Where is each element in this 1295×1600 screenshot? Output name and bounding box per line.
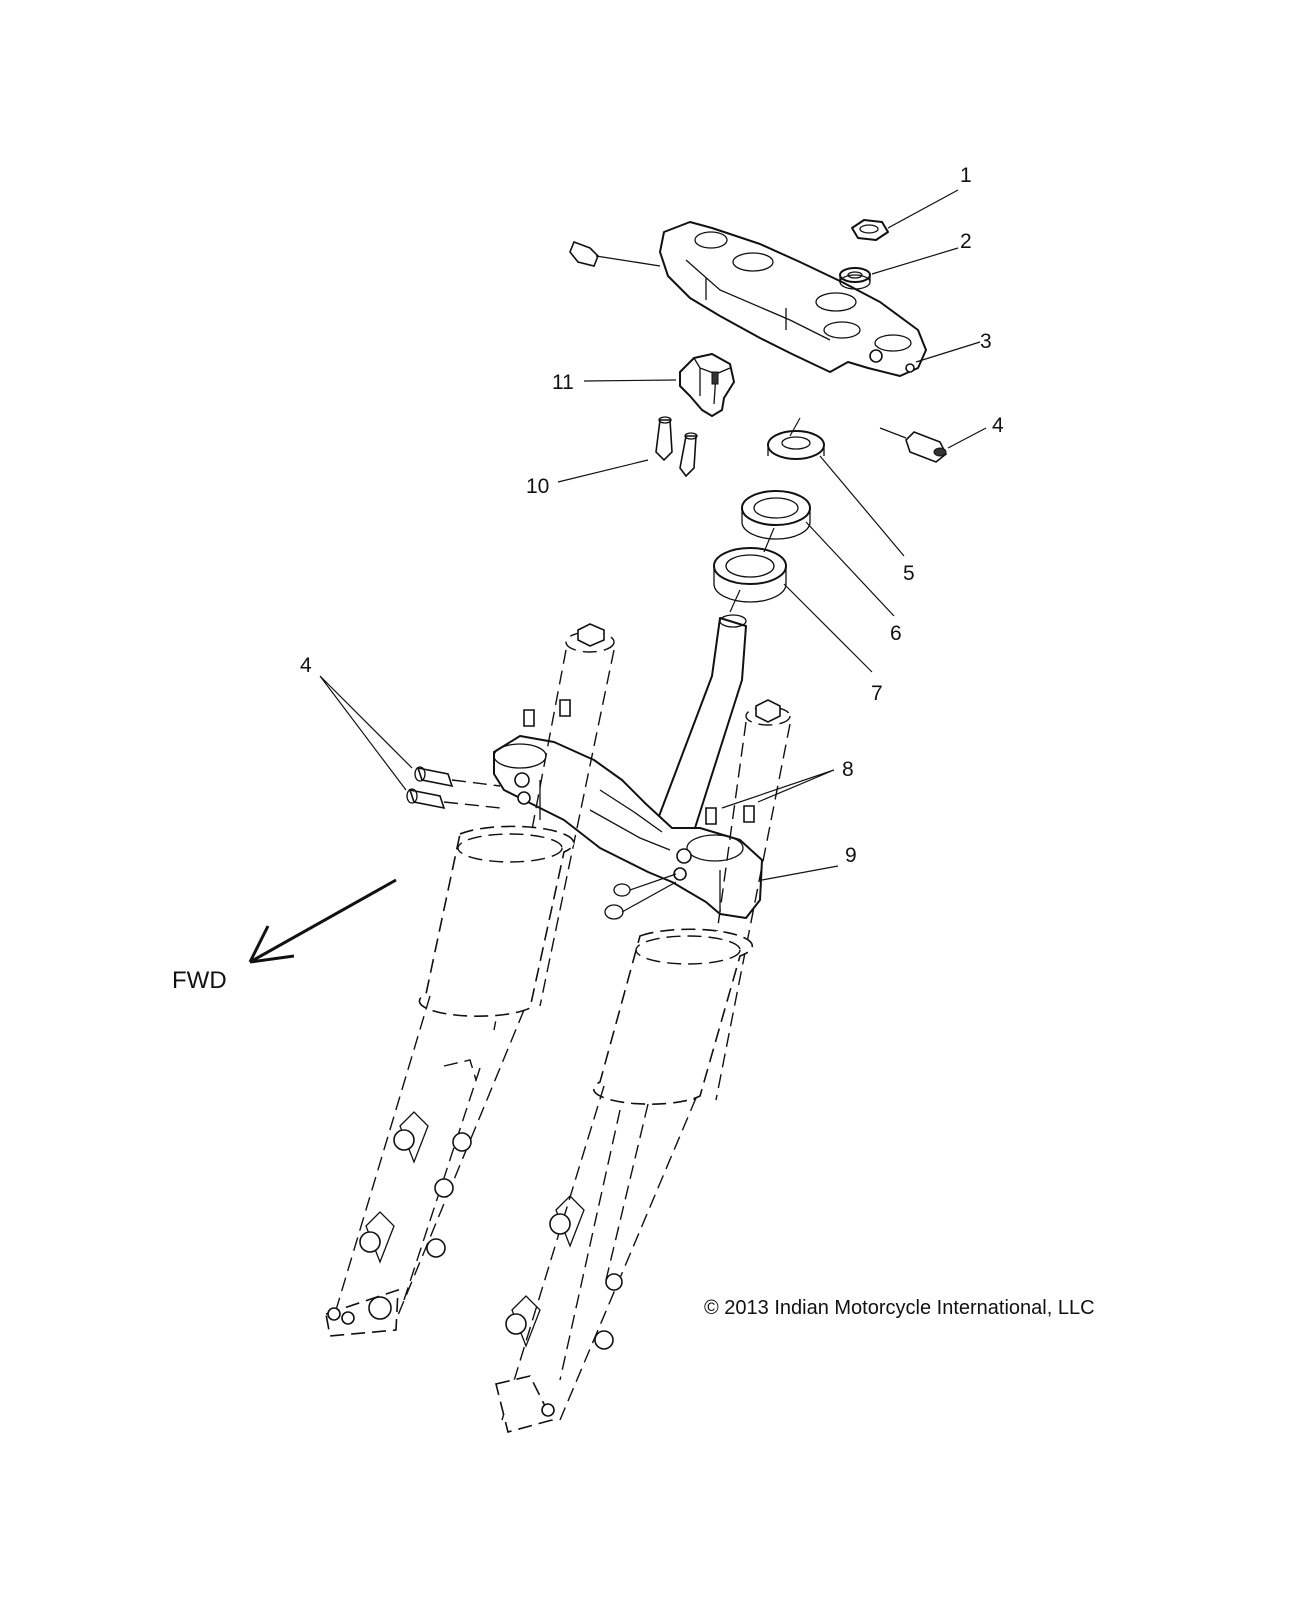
callout-1: 1 — [960, 164, 972, 187]
washer — [839, 267, 871, 290]
upper-triple-clamp — [659, 221, 927, 377]
callout-2: 2 — [960, 230, 972, 253]
lower-bearing — [713, 547, 787, 603]
lower-clamp-bolts — [406, 766, 501, 810]
callout-11: 11 — [552, 371, 574, 394]
callout-8: 8 — [842, 758, 854, 781]
callout-6: 6 — [890, 622, 902, 645]
upper-bearing — [741, 490, 811, 540]
lower-triple-clamp — [493, 735, 763, 919]
fwd-label: FWD — [172, 967, 227, 994]
top-nut — [851, 219, 889, 241]
callout-10: 10 — [526, 475, 549, 498]
callout-7: 7 — [871, 682, 883, 705]
callout-3: 3 — [980, 330, 992, 353]
callout-5: 5 — [903, 562, 915, 585]
copyright-notice: © 2013 Indian Motorcycle International, … — [704, 1297, 1095, 1319]
ignition-switch — [679, 353, 735, 417]
bearing-adjuster-nut — [767, 430, 825, 460]
switch-screws — [655, 416, 698, 478]
leader-lines — [319, 189, 987, 881]
callout-4-left: 4 — [300, 654, 312, 677]
right-fork-leg — [495, 699, 791, 1433]
clamp-bolt-right — [879, 427, 948, 463]
callouts: 1 2 3 4 5 6 7 8 9 10 11 4 — [300, 164, 1004, 867]
forward-arrow — [248, 878, 397, 964]
callout-9: 9 — [845, 844, 857, 867]
steering-stem — [649, 614, 747, 851]
clamp-bolt-top-left — [569, 240, 661, 267]
left-fork-leg — [325, 623, 615, 1337]
callout-4-right: 4 — [992, 414, 1004, 437]
cap-screws — [523, 699, 755, 920]
